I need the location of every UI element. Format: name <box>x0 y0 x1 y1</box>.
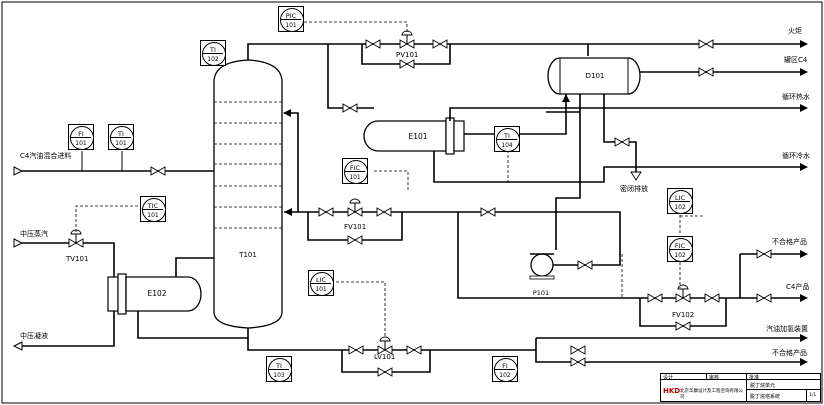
reflux-column-inlet <box>284 112 299 212</box>
signal-lines <box>75 21 705 338</box>
instrument-tag: TI <box>210 46 216 54</box>
reboiler-vapour <box>175 257 214 277</box>
column-t101: T101 <box>213 59 283 329</box>
valve-tag-lv101: LV101 <box>374 353 396 361</box>
stream-tank-c4: 罐区C4 <box>784 56 808 64</box>
stream-cw-return: 循环热水 <box>782 93 810 101</box>
instrument-number: 101 <box>75 140 87 147</box>
instrument-number: 103 <box>273 372 285 379</box>
title-header-c: 批准 <box>747 374 820 381</box>
instrument-ti104[interactable]: TI 104 <box>494 126 520 152</box>
condenser-label: E101 <box>408 132 427 141</box>
instrument-tag: TIC <box>147 202 159 210</box>
instrument-fic101[interactable]: FIC 101 <box>342 158 368 184</box>
stream-mp-condensate: 中压凝液 <box>20 332 48 340</box>
stream-offspec-bottom: 不合格产品 <box>772 349 807 357</box>
c4-product-line <box>739 254 800 299</box>
valve-tag-fv102: FV102 <box>672 311 695 319</box>
instrument-number: 102 <box>674 252 686 259</box>
instrument-tag: TI <box>276 362 282 370</box>
instrument-number: 101 <box>285 22 297 29</box>
instrument-ti101[interactable]: TI 101 <box>108 124 134 150</box>
instrument-fi101[interactable]: FI 101 <box>68 124 94 150</box>
reflux-line <box>284 211 621 266</box>
instrument-tag: TI <box>504 132 510 140</box>
instrument-tag: FIC <box>674 242 686 250</box>
stream-arrows <box>12 40 808 366</box>
steam-line <box>22 242 115 277</box>
instrument-tag: LIC <box>315 276 327 284</box>
condenser-e101: E101 <box>363 117 465 155</box>
bottoms-line <box>247 338 536 351</box>
drum-outlet <box>555 94 581 250</box>
reboiler-e102: E102 <box>107 273 202 315</box>
title-header-a: 设计 <box>661 374 707 381</box>
cw-supply-line <box>433 151 800 183</box>
instrument-number: 101 <box>115 140 127 147</box>
title-block: 设计 审核 批准 HKD 北京华康设计及工程咨询有限公司 脱丁烷单元 脱丁烷塔系… <box>660 373 821 402</box>
instrument-number: 101 <box>147 212 159 219</box>
instrument-lic101[interactable]: LIC 101 <box>308 270 334 296</box>
pump-p101: P101 <box>529 253 555 297</box>
title-header-b: 审核 <box>707 374 747 381</box>
title-company-cell: HKD 北京华康设计及工程咨询有限公司 <box>661 380 747 401</box>
instrument-tag: LIC <box>674 194 686 202</box>
instrument-tag: FIC <box>349 164 361 172</box>
stream-to-hydro: 汽油加氢装置 <box>766 325 808 333</box>
company-name: 北京华康设计及工程咨询有限公司 <box>680 389 743 400</box>
instrument-fi102[interactable]: FI 102 <box>492 356 518 382</box>
instrument-number: 102 <box>207 56 219 63</box>
title-row2: 脱丁烷塔系统 <box>747 390 807 401</box>
pump-label: P101 <box>533 289 549 297</box>
drum-label: D101 <box>586 72 605 80</box>
company-logo: HKD <box>663 387 681 395</box>
overhead-line <box>247 30 589 113</box>
instrument-ti103[interactable]: TI 103 <box>266 356 292 382</box>
instrument-tic101[interactable]: TIC 101 <box>140 196 166 222</box>
offspec-bottom-line <box>535 338 800 363</box>
stream-offspec-top: 不合格产品 <box>772 238 807 246</box>
stream-closed-drain: 密闭排放 <box>620 185 648 193</box>
instrument-tag: FI <box>78 130 84 138</box>
condensate-out-line <box>22 311 115 347</box>
drum-d101: D101 <box>547 57 641 95</box>
distillate-line <box>457 212 740 299</box>
drain-line <box>603 94 637 172</box>
instrument-tag: FI <box>502 362 508 370</box>
instrument-lic102[interactable]: LIC 102 <box>667 188 693 214</box>
title-sheet: 1/1 <box>809 393 817 398</box>
stream-c4-product: C4产品 <box>786 283 810 291</box>
valve-tag-tv101: TV101 <box>66 255 89 263</box>
stream-mp-steam: 中压蒸汽 <box>20 230 48 238</box>
instrument-tag: TI <box>118 130 124 138</box>
instrument-tag: PIC <box>285 12 297 20</box>
instrument-number: 101 <box>349 174 361 181</box>
title-row1: 脱丁烷单元 <box>747 380 820 390</box>
stream-feed: C4汽油混合进料 <box>20 152 72 160</box>
instrument-number: 101 <box>315 286 327 293</box>
instrument-number: 104 <box>501 142 513 149</box>
instrument-number: 102 <box>499 372 511 379</box>
instrument-fic102[interactable]: FIC 102 <box>667 236 693 262</box>
column-label: T101 <box>238 251 257 259</box>
instrument-ti102[interactable]: TI 102 <box>200 40 226 66</box>
stream-flare: 火炬 <box>788 27 802 35</box>
reboiler-label: E102 <box>147 289 166 298</box>
instrument-pic101[interactable]: PIC 101 <box>278 6 304 32</box>
valve-tag-fv101: FV101 <box>344 223 367 231</box>
cw-return-line <box>449 107 800 121</box>
valve-tag-pv101: PV101 <box>396 51 419 59</box>
reboiler-liquid <box>137 311 249 339</box>
stream-cw-supply: 循环冷水 <box>782 152 810 160</box>
instrument-number: 102 <box>674 204 686 211</box>
